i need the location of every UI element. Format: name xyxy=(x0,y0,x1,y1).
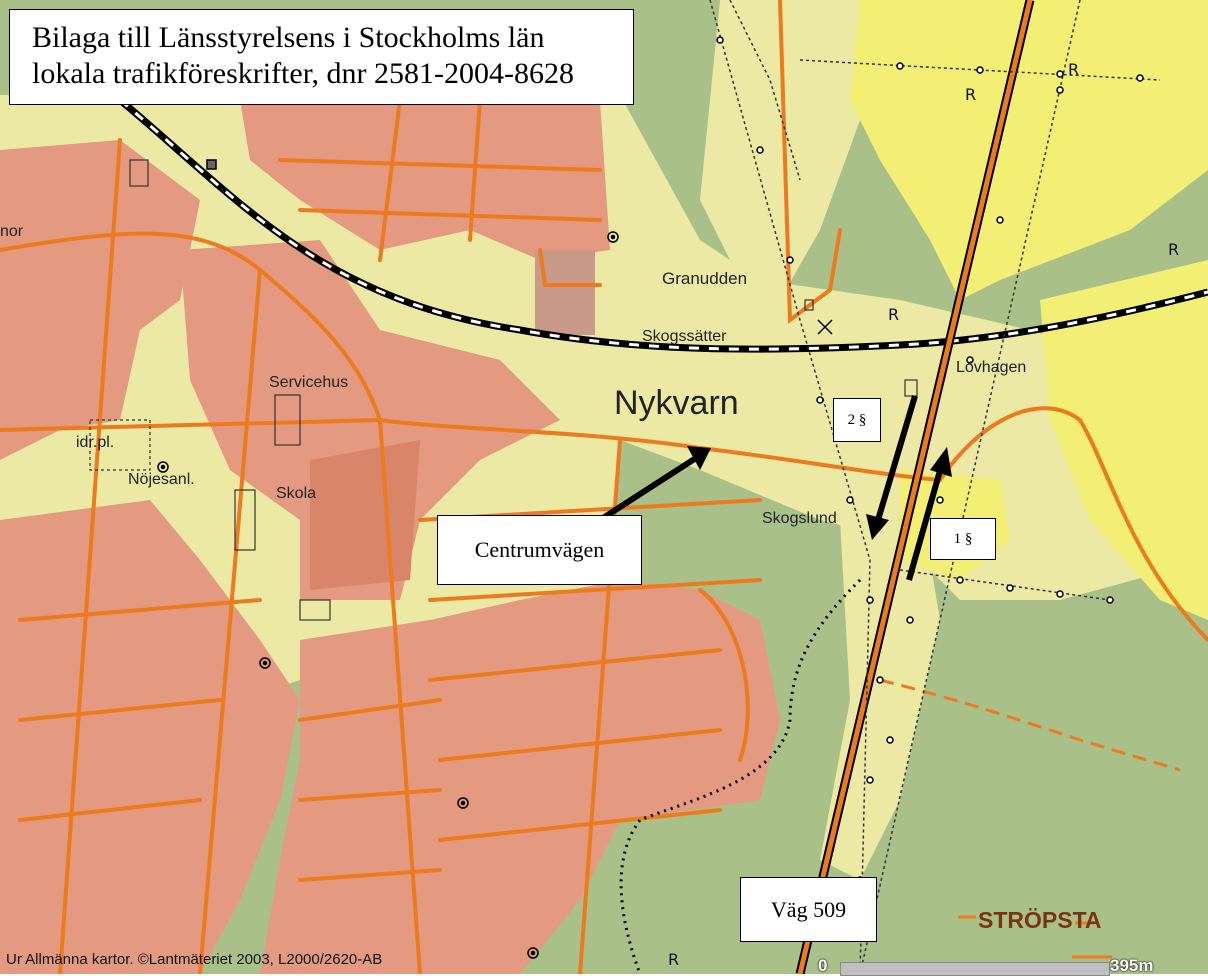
callout-centrumvagen: Centrumvägen xyxy=(437,515,642,585)
callout-paragraph-1: 1 § xyxy=(930,518,996,560)
label-nykvarn: Nykvarn xyxy=(614,384,739,422)
open-land-road-corridor xyxy=(820,500,940,880)
title-box: Bilaga till Länsstyrelsens i Stockholms … xyxy=(9,9,634,105)
map-credit: Ur Allmänna kartor. ©Lantmäteriet 2003, … xyxy=(6,951,383,968)
svg-text:R: R xyxy=(888,305,899,324)
label-nor: nor xyxy=(0,223,24,240)
trail xyxy=(879,678,1181,772)
highway-509 xyxy=(795,0,1035,974)
label-nojesanl: Nöjesanl. xyxy=(128,471,195,488)
label-skogssatter: Skogssätter xyxy=(642,328,727,345)
commercial-block-north xyxy=(535,250,595,335)
rock-symbols: R R R R R xyxy=(668,60,1179,969)
svg-text:R: R xyxy=(965,85,976,104)
field-area-east xyxy=(1040,260,1208,620)
scale-start-label: 0 xyxy=(818,956,828,975)
callout-vag509: Väg 509 xyxy=(740,877,877,942)
railway xyxy=(117,97,1208,353)
boundary-line xyxy=(619,578,862,974)
label-stropsta: STRÖPSTA xyxy=(978,907,1102,933)
label-servicehus: Servicehus xyxy=(269,374,349,391)
building-outlines xyxy=(89,159,918,621)
scale-end-label: 395m xyxy=(1110,956,1154,975)
label-skogslund: Skogslund xyxy=(762,510,837,527)
map-symbols xyxy=(157,159,833,959)
annotation-arrows xyxy=(601,395,952,581)
svg-text:R: R xyxy=(1068,60,1079,79)
open-land-north xyxy=(700,0,860,300)
title-line-2: lokala trafikföreskrifter, dnr 2581-2004… xyxy=(32,57,574,90)
label-idrpl: idr.pl. xyxy=(76,434,115,451)
svg-text:R: R xyxy=(1168,240,1179,259)
label-granudden: Granudden xyxy=(662,269,748,288)
callout-paragraph-2: 2 § xyxy=(833,398,881,442)
label-lovhagen: Lövhagen xyxy=(956,359,1027,376)
svg-text:R: R xyxy=(668,950,679,969)
commercial-block xyxy=(310,440,420,590)
label-skola: Skola xyxy=(276,485,317,502)
title-line-1: Bilaga till Länsstyrelsens i Stockholms … xyxy=(32,21,545,54)
field-area-north xyxy=(850,0,1208,300)
